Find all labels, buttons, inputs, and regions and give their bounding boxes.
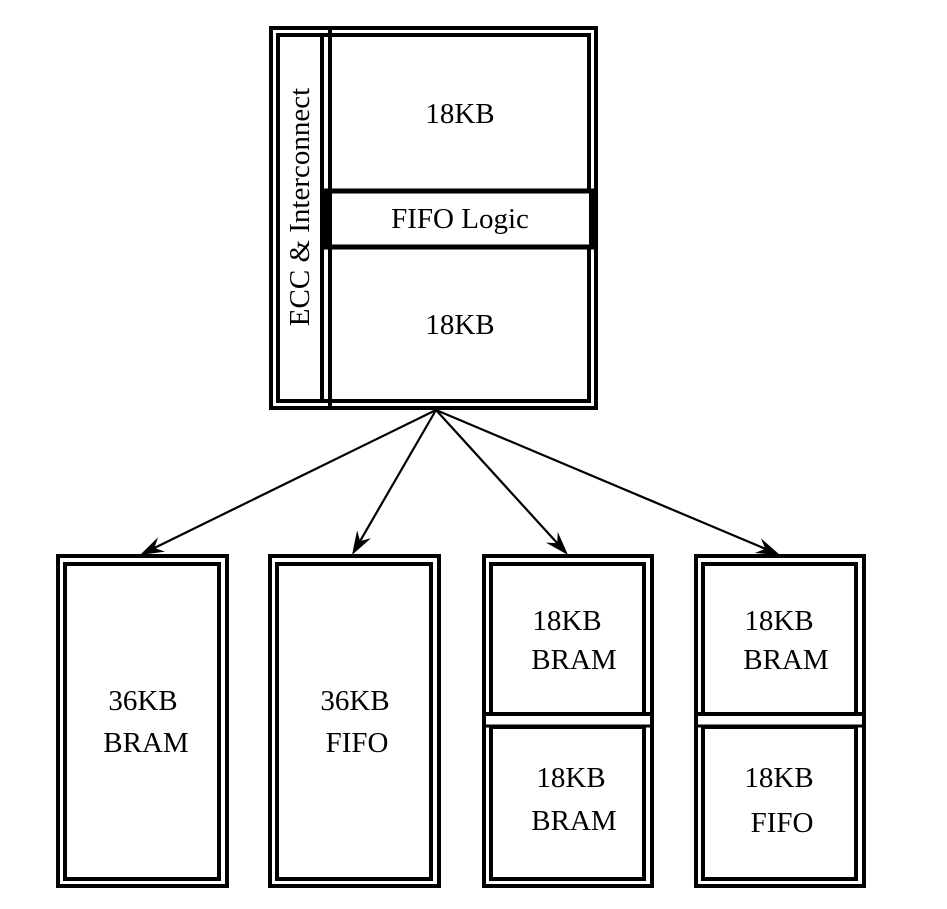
config-label-line-2: BRAM [103, 727, 188, 759]
lower-label-line-2: BRAM [531, 805, 616, 837]
config-outer-frame [56, 554, 229, 888]
config-18kb-bram-18kb-fifo: 18KB BRAM 18KB FIFO [694, 554, 866, 888]
arrow-line-to-cfg-36kb-fifo [359, 409, 437, 542]
lower-18kb-label: 18KB [425, 309, 494, 341]
upper-label-line-2: BRAM [743, 644, 828, 676]
config-lower-inner-frame [701, 725, 858, 881]
config-inner-frame [275, 562, 433, 881]
lower-label-line-1: 18KB [536, 762, 605, 794]
config-label-line-1: 36KB [108, 685, 177, 717]
lower-label-line-2: FIFO [751, 807, 814, 839]
upper-label-line-1: 18KB [744, 605, 813, 637]
arrow-line-to-cfg-2x18kb-bram [435, 409, 559, 544]
arrowhead-icon [140, 537, 166, 555]
lower-label-line-1: 18KB [744, 762, 813, 794]
config-upper-inner-frame [489, 562, 646, 716]
arrowhead-icon [545, 531, 568, 555]
fifo-band-right-cap [589, 191, 597, 247]
config-36kb-bram: 36KB BRAM [56, 554, 229, 888]
upper-label-line-1: 18KB [532, 605, 601, 637]
arrowhead-icon [352, 530, 371, 555]
config-2x18kb-bram: 18KB BRAM 18KB BRAM [482, 554, 654, 888]
config-outer-frame [268, 554, 441, 888]
arrowhead-icon [754, 538, 780, 555]
fifo-logic-label: FIFO Logic [391, 203, 529, 235]
ecc-interconnect-label: ECC & Interconnect [284, 88, 316, 326]
upper-label-line-2: BRAM [531, 644, 616, 676]
arrow-line-to-cfg-18kb-bram-18kb-fifo [435, 408, 766, 550]
config-inner-frame [63, 562, 221, 881]
top-block: ECC & Interconnect 18KB FIFO Logic 18KB [269, 26, 598, 410]
config-outer-frame [694, 554, 866, 888]
fifo-band-left-cap [320, 191, 332, 247]
config-lower-inner-frame [489, 725, 646, 881]
upper-18kb-label: 18KB [425, 98, 494, 130]
config-upper-inner-frame [701, 562, 858, 716]
config-label-line-2: FIFO [326, 727, 389, 759]
arrows [140, 408, 780, 555]
arrow-line-to-cfg-36kb-bram [153, 409, 437, 549]
config-label-line-1: 36KB [320, 685, 389, 717]
config-outer-frame [482, 554, 654, 888]
config-36kb-fifo: 36KB FIFO [268, 554, 441, 888]
